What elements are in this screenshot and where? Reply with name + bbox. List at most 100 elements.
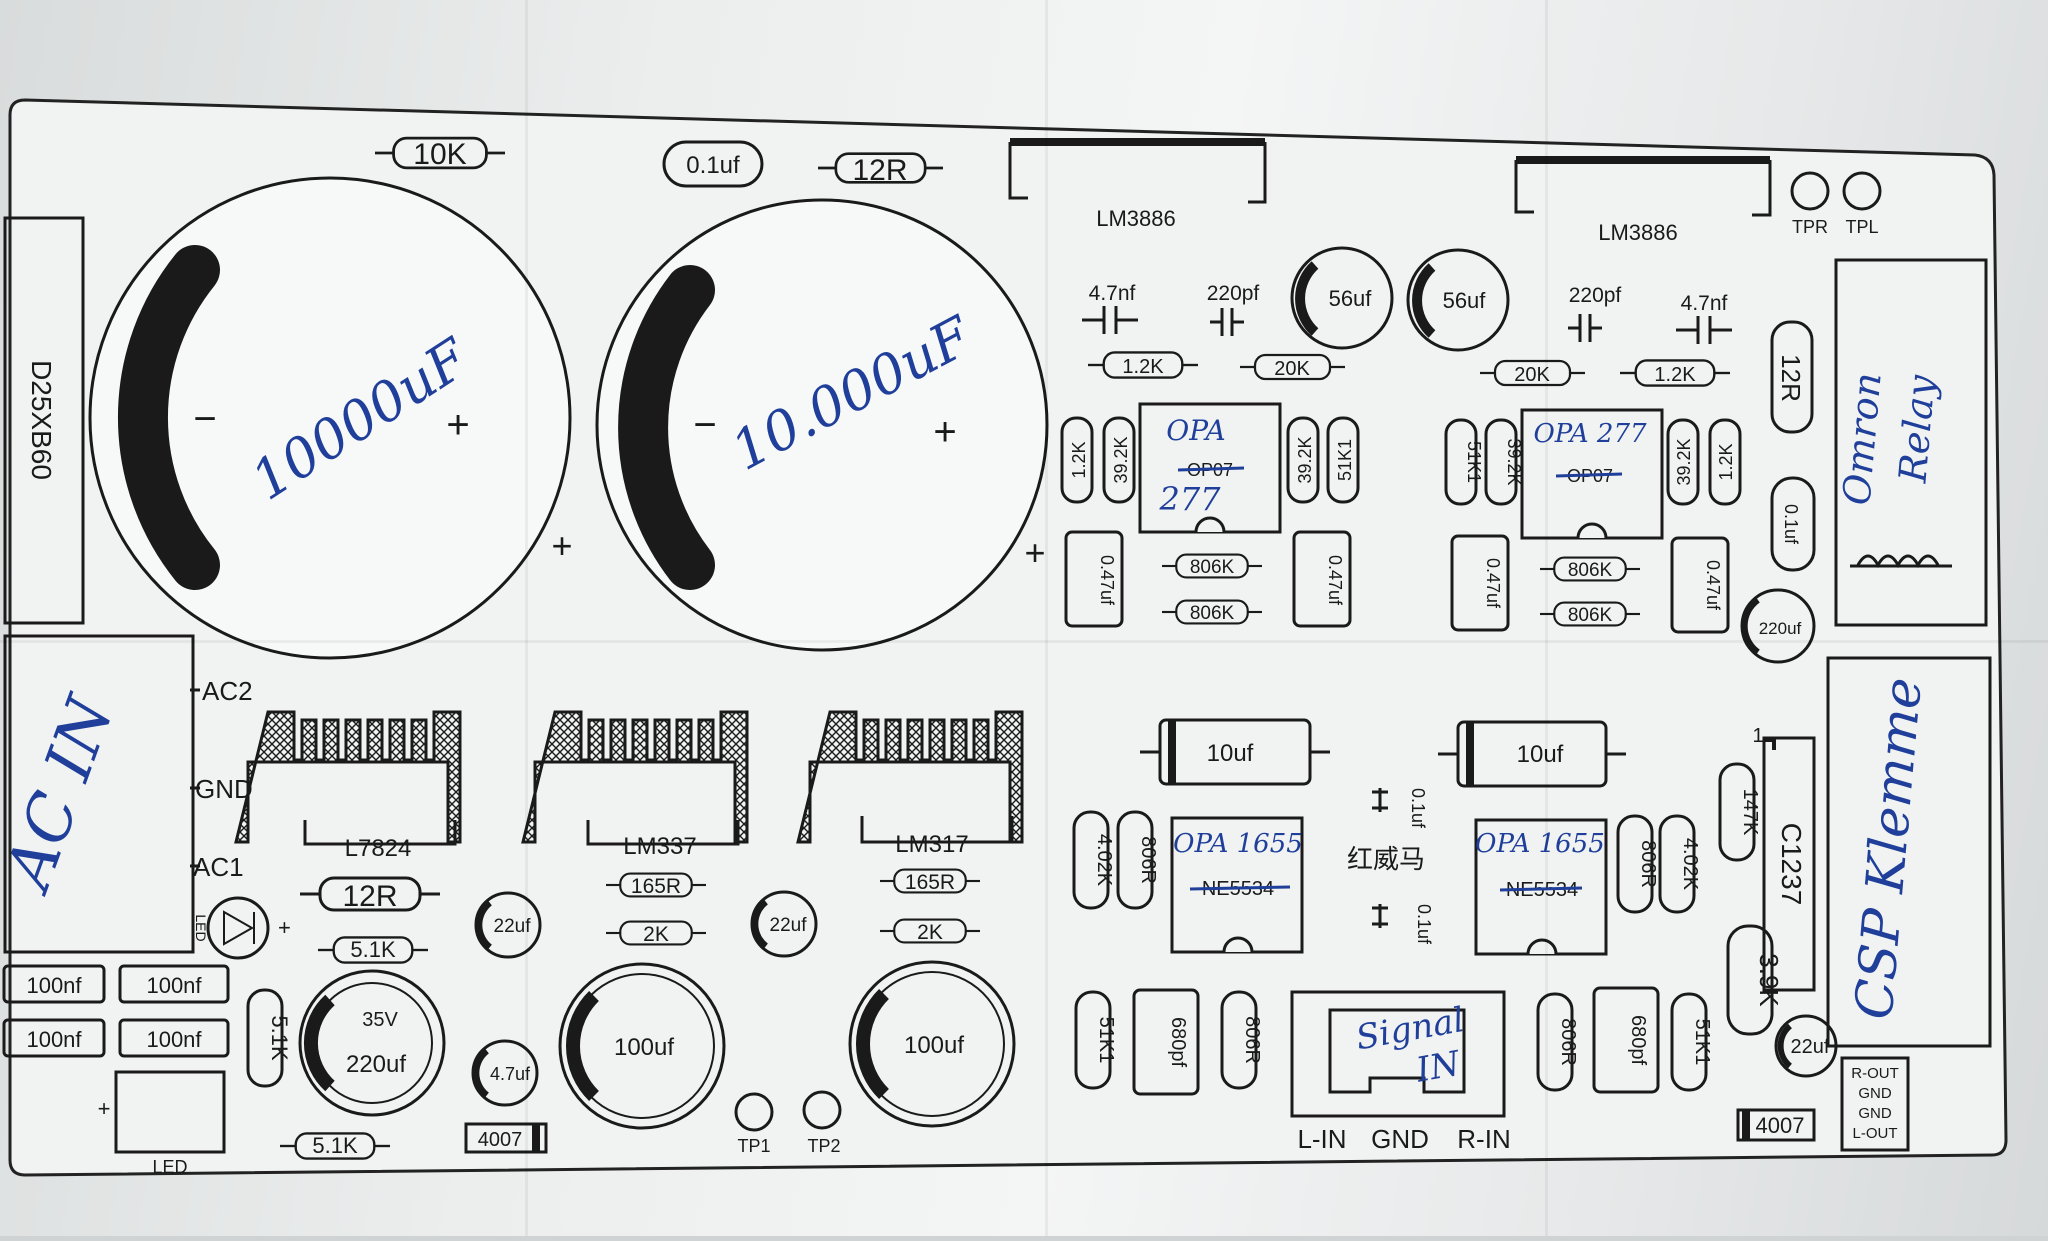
- svg-text:TP2: TP2: [807, 1136, 840, 1156]
- svg-text:12R: 12R: [342, 880, 397, 913]
- svg-text:22uf: 22uf: [494, 916, 532, 937]
- svg-text:LED: LED: [193, 914, 209, 941]
- svg-text:LM337: LM337: [623, 833, 696, 860]
- svg-text:56uf: 56uf: [1443, 288, 1487, 313]
- svg-text:+: +: [98, 1096, 111, 1121]
- svg-text:Relay: Relay: [1890, 373, 1943, 485]
- svg-text:39.2K: 39.2K: [1111, 436, 1131, 483]
- svg-text:220uf: 220uf: [1759, 619, 1802, 638]
- svg-text:806R: 806R: [1557, 1018, 1579, 1066]
- svg-text:OPA 277: OPA 277: [1533, 419, 1647, 449]
- svg-text:51K1: 51K1: [1095, 1017, 1117, 1064]
- svg-text:20K: 20K: [1274, 358, 1310, 380]
- svg-text:5.1K: 5.1K: [350, 937, 396, 962]
- svg-text:100nf: 100nf: [146, 1027, 202, 1052]
- svg-text:AC1: AC1: [193, 852, 244, 882]
- svg-text:C1237: C1237: [1776, 823, 1807, 906]
- svg-text:0.1uf: 0.1uf: [1781, 504, 1801, 545]
- svg-text:51K1: 51K1: [1464, 441, 1484, 483]
- svg-text:1.2K: 1.2K: [1654, 364, 1696, 386]
- bridge-rectifier: D25XB60: [3, 216, 85, 625]
- protection-section: 147K 1 C1237 3.9K 22uf CSP Klemme 4007 R…: [1718, 656, 1992, 1152]
- svg-text:+: +: [446, 403, 469, 447]
- svg-text:OPA: OPA: [1166, 414, 1225, 447]
- chinese-brand-label: 红威马: [1347, 845, 1425, 875]
- cap-0.1uf-top: 0.1uf: [662, 140, 764, 188]
- svg-text:TPR: TPR: [1792, 217, 1828, 237]
- svg-text:100nf: 100nf: [146, 973, 202, 998]
- svg-text:4007: 4007: [1756, 1113, 1805, 1138]
- svg-text:2K: 2K: [917, 921, 943, 944]
- svg-text:5.1K: 5.1K: [267, 1015, 292, 1061]
- input-section: 10uf 10uf 0.1uf 红威马 0.1uf 4.02K 806R NE5…: [1072, 718, 1713, 1154]
- svg-text:−: −: [693, 403, 716, 447]
- svg-text:2K: 2K: [643, 923, 669, 946]
- svg-text:39.2K: 39.2K: [1504, 438, 1524, 485]
- svg-text:IN: IN: [1412, 1044, 1464, 1091]
- svg-text:+: +: [551, 525, 572, 566]
- svg-text:TPL: TPL: [1845, 217, 1878, 237]
- svg-text:LM3886: LM3886: [1598, 220, 1678, 245]
- svg-text:10uf: 10uf: [1207, 740, 1254, 767]
- svg-text:LED: LED: [152, 1157, 187, 1177]
- svg-text:22uf: 22uf: [770, 915, 808, 936]
- lm3886-right-footprint: LM3886: [1514, 156, 1772, 245]
- test-points-top: TPR TPL: [1790, 171, 1882, 237]
- diode-4007-left: 4007: [464, 1122, 548, 1154]
- svg-text:4007: 4007: [478, 1129, 523, 1151]
- svg-text:10uf: 10uf: [1517, 741, 1564, 768]
- left-amp-section: 4.7nf 220pf 56uf 1.2K 20K 1.2K 39.2K OP0…: [1060, 246, 1394, 628]
- svg-text:220pf: 220pf: [1569, 284, 1622, 307]
- resistor-12r-top: 12R: [818, 152, 943, 187]
- out-label-3: L-OUT: [1853, 1125, 1898, 1142]
- svg-text:12R: 12R: [1776, 354, 1806, 402]
- svg-text:680pf: 680pf: [1627, 1015, 1649, 1065]
- svg-text:22uf: 22uf: [1791, 1036, 1830, 1058]
- svg-text:3.9K: 3.9K: [1754, 953, 1784, 1007]
- svg-text:0.47uf: 0.47uf: [1325, 555, 1345, 606]
- svg-text:AC2: AC2: [202, 676, 253, 706]
- svg-text:220pf: 220pf: [1207, 282, 1260, 305]
- svg-text:100uf: 100uf: [614, 1034, 674, 1061]
- svg-text:0.47uf: 0.47uf: [1703, 560, 1723, 611]
- svg-text:1.2K: 1.2K: [1069, 441, 1089, 478]
- svg-text:100uf: 100uf: [904, 1032, 964, 1059]
- svg-text:51K1: 51K1: [1691, 1019, 1713, 1066]
- svg-text:5.1K: 5.1K: [312, 1133, 358, 1158]
- svg-text:680pf: 680pf: [1167, 1017, 1189, 1067]
- right-amp-section: 56uf 220pf 4.7nf 20K 1.2K 51K1 39.2K OP0…: [1406, 248, 1988, 664]
- svg-text:0.47uf: 0.47uf: [1483, 558, 1503, 609]
- cap-10uf-right: 10uf: [1438, 720, 1626, 788]
- svg-text:4.02K: 4.02K: [1093, 834, 1115, 887]
- svg-text:GND: GND: [1371, 1124, 1429, 1154]
- svg-text:1.2K: 1.2K: [1716, 443, 1736, 480]
- svg-text:OPA 1655: OPA 1655: [1475, 829, 1605, 859]
- svg-text:51K1: 51K1: [1335, 439, 1355, 481]
- svg-text:0.1uf: 0.1uf: [686, 152, 740, 179]
- svg-text:L7824: L7824: [345, 835, 412, 862]
- svg-text:100nf: 100nf: [26, 973, 82, 998]
- svg-text:806K: 806K: [1568, 560, 1613, 581]
- svg-text:100nf: 100nf: [26, 1027, 82, 1052]
- svg-text:0.1uf: 0.1uf: [1414, 904, 1434, 945]
- svg-text:0.1uf: 0.1uf: [1408, 788, 1428, 829]
- filter-cap-left: − + + 10000uF: [88, 176, 573, 660]
- svg-text:OPA 1655: OPA 1655: [1173, 829, 1303, 859]
- out-label-1: GND: [1858, 1085, 1892, 1102]
- out-label-0: R-OUT: [1851, 1065, 1899, 1082]
- svg-text:806K: 806K: [1190, 557, 1235, 578]
- cap-10uf-left: 10uf: [1140, 718, 1330, 786]
- svg-text:+: +: [278, 915, 291, 940]
- heatsink-1: L7824: [234, 710, 462, 862]
- svg-text:L-IN: L-IN: [1297, 1124, 1346, 1154]
- svg-text:4.7uf: 4.7uf: [490, 1064, 531, 1084]
- svg-text:20K: 20K: [1514, 364, 1550, 386]
- led-indicator: [206, 896, 270, 960]
- svg-text:806R: 806R: [1241, 1016, 1263, 1064]
- svg-text:35V: 35V: [362, 1009, 398, 1031]
- svg-text:10K: 10K: [413, 138, 466, 171]
- svg-text:806R: 806R: [1637, 840, 1659, 888]
- svg-text:4.7nf: 4.7nf: [1681, 292, 1728, 315]
- svg-text:39.2K: 39.2K: [1295, 436, 1315, 483]
